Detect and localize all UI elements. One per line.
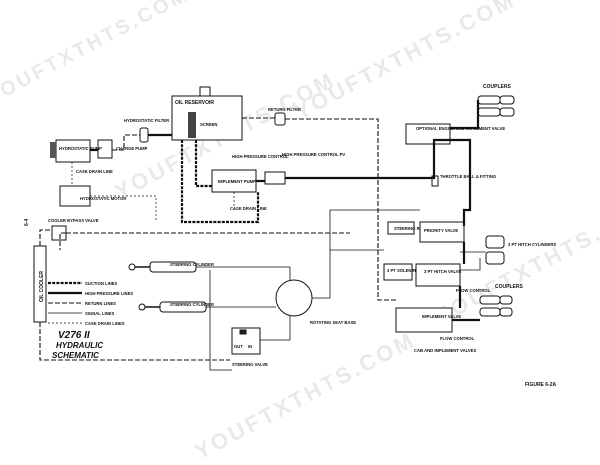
three-pt-solenoid-label: 3 PT SOLENOID VALVES <box>387 268 436 273</box>
steering-valve-in-label: IN <box>248 344 252 349</box>
steering-valve-out-port <box>239 329 247 335</box>
screen-element <box>188 112 196 138</box>
flow-control-2-label: FLOW CONTROL <box>440 336 475 341</box>
three-pt-hitch-cylinders-label: 3 PT HITCH CYLINDERS <box>508 242 556 247</box>
legend-label-return: RETURN LINES <box>85 301 116 306</box>
cab-and-implement-label: CAB AND IMPLEMENT VALVES <box>414 348 476 353</box>
implement-pump-label: IMPLEMENT PUMP <box>218 179 256 184</box>
cooler-bypass-label: COOLER BYPASS VALVE <box>48 218 99 223</box>
implement-valve-label: IMPLEMENT VALVE <box>422 314 461 319</box>
legend: SUCTION LINES HIGH PRESSURE LINES RETURN… <box>48 281 133 326</box>
three-pt-solenoid-valves <box>383 263 413 281</box>
steering-cylinder-top <box>128 261 197 273</box>
pressure-control-valve <box>264 171 286 185</box>
screen-label: SCREEN <box>200 122 217 127</box>
oil-cooler-label: OIL COOLER <box>39 271 45 302</box>
legend-label-signal: SIGNAL LINES <box>85 311 114 316</box>
steering-cylinder-bottom <box>138 301 207 313</box>
priority-valve <box>419 221 465 243</box>
legend-label-high-pressure: HIGH PRESSURE LINES <box>85 291 133 296</box>
hydrostatic-filter <box>139 127 149 143</box>
steering-valve-label: STEERING VALVE <box>232 362 268 367</box>
steering-cylinder-top-label: STEERING CYLINDER <box>170 262 214 267</box>
priority-valve-label: PRIORITY VALVE <box>424 228 458 233</box>
steering-relief <box>387 221 415 235</box>
high-pressure-control-pv-label: HIGH PRESSURE CONTROL PV <box>282 152 345 157</box>
watermark-left: YOUFTXTHTS.COM <box>0 0 193 109</box>
three-pt-hitch-valve <box>415 263 461 287</box>
hydrostatic-pump-label: HYDROSTATIC PUMP <box>59 146 102 151</box>
reservoir-cap <box>199 86 211 97</box>
steering-valve-out-label: OUT <box>234 344 243 349</box>
implement-valve <box>395 307 453 333</box>
three-pt-hitch-valve-label: 3 PT HITCH VALVE <box>424 269 462 274</box>
watermark-top-right: YOUFTXTHTS.COM <box>291 0 520 124</box>
flow-control-label: FLOW CONTROL <box>456 288 491 293</box>
couplers-top <box>477 95 515 117</box>
oil-reservoir <box>171 95 243 141</box>
return-filter <box>274 112 286 126</box>
hydrostatic-pump <box>55 139 91 163</box>
three-pt-hitch-cylinders <box>485 235 505 265</box>
charge-pump-label: CHARGE PUMP <box>116 146 148 151</box>
figure-label: FIGURE 6-2A <box>525 382 557 388</box>
hydrostatic-motor-label: HYDROSTATIC MOTOR <box>80 196 126 201</box>
legend-label-suction: SUCTION LINES <box>85 281 118 286</box>
oil-reservoir-label: OIL RESERVOIR <box>175 100 214 106</box>
couplers-right <box>479 295 513 317</box>
couplers-top-label: COUPLERS <box>483 84 511 90</box>
page-number: 6-4 <box>24 219 30 226</box>
rotating-seat-base-label: ROTATING SEAT BASE <box>310 320 356 325</box>
steering-relief-label: STEERING RELIEF <box>394 226 432 231</box>
throttle-ball-label: THROTTLE BALL & FITTING <box>440 174 496 179</box>
hydrostatic-filter-label: HYDROSTATIC FILTER <box>124 118 169 123</box>
hydraulic-lines <box>39 100 486 371</box>
high-pressure-control-label: HIGH PRESSURE CONTROL <box>232 154 289 159</box>
steering-cylinder-bottom-label: STEERING CYLINDER <box>170 302 214 307</box>
hydrostatic-pump-shaft <box>50 142 56 158</box>
watermark-right: YOUFTXTHTS.COM <box>431 192 600 330</box>
rotating-seat-base <box>275 279 313 317</box>
return-filter-label: RETURN FILTER <box>268 107 301 112</box>
legend-label-case-drain: CASE DRAIN LINES <box>85 321 125 326</box>
case-drain-line-label: CASE DRAIN LINE <box>76 169 113 174</box>
title-schematic: SCHEMATIC <box>52 351 99 360</box>
couplers-right-label: COUPLERS <box>495 284 523 290</box>
title-hydraulic: HYDRAULIC <box>56 341 103 350</box>
case-drain-line-2-label: CASE DRAIN LINE <box>230 206 267 211</box>
title-model: V276 II <box>58 330 90 341</box>
watermark-bottom: YOUFTXTHTS.COM <box>191 327 420 465</box>
